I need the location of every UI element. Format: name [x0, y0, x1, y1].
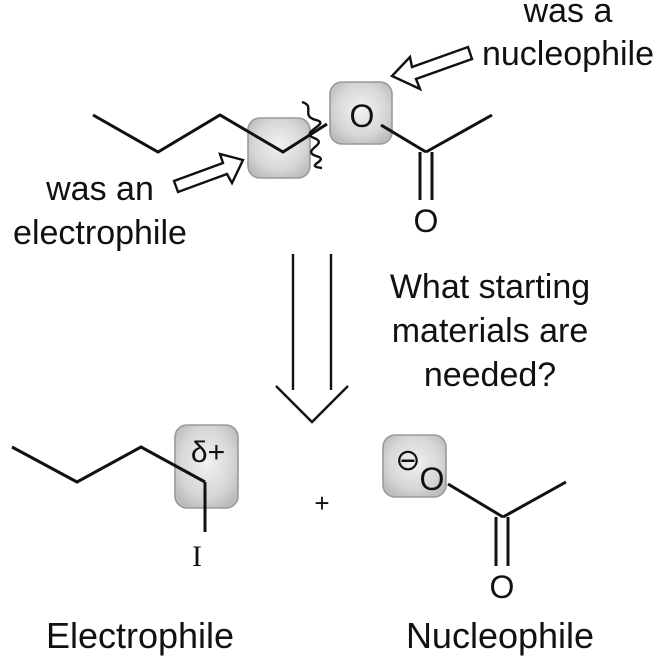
acetate-anion-molecule: ⊖ O O — [382, 434, 567, 605]
o-to-carbonyl-carbon-bond — [380, 123, 427, 154]
nucleophile-pointer-arrow — [389, 45, 474, 92]
plus-sign: + — [314, 488, 329, 518]
ester-oxygen-label: O — [350, 98, 375, 134]
nucleophile-caption: Nucleophile — [406, 615, 594, 656]
butyl-chain-bonds — [92, 113, 328, 154]
retrosynthesis-arrow — [275, 254, 349, 424]
carboxylate-carbonyl-oxygen-label: O — [490, 569, 515, 605]
carbonyl-carbon-to-methyl-bond — [425, 113, 493, 154]
was-nucleophile-label-line2: nucleophile — [482, 35, 654, 73]
negative-charge-symbol: ⊖ — [395, 444, 420, 477]
carboxylate-oxygen-label: O — [420, 461, 445, 497]
partial-charge-label: δ+ — [191, 436, 225, 469]
target-ester-molecule: O O — [92, 81, 493, 239]
was-nucleophile-label-line1: was a — [523, 0, 613, 30]
nucleophile-oxygen-highlight — [329, 81, 393, 145]
was-electrophile-label-line2: electrophile — [13, 214, 187, 252]
was-electrophile-label-line1: was an — [45, 170, 154, 208]
question-line2: materials are — [392, 312, 589, 350]
ester-carbonyl-oxygen-label: O — [414, 203, 439, 239]
negative-oxygen-highlight — [382, 434, 447, 498]
carboxyl-carbon-to-methyl-bond — [502, 480, 567, 519]
question-line3: needed? — [424, 356, 556, 394]
alkyl-iodide-chain-bonds — [11, 445, 206, 484]
o-to-carboxyl-carbon-bond — [447, 482, 504, 519]
question-line1: What starting — [390, 268, 590, 306]
electrophile-caption: Electrophile — [46, 615, 234, 656]
alkyl-iodide-molecule: δ+ I — [11, 424, 239, 573]
bond-break-squiggle — [301, 100, 323, 170]
iodine-label: I — [192, 540, 202, 573]
electrophile-pointer-arrow — [172, 152, 245, 194]
